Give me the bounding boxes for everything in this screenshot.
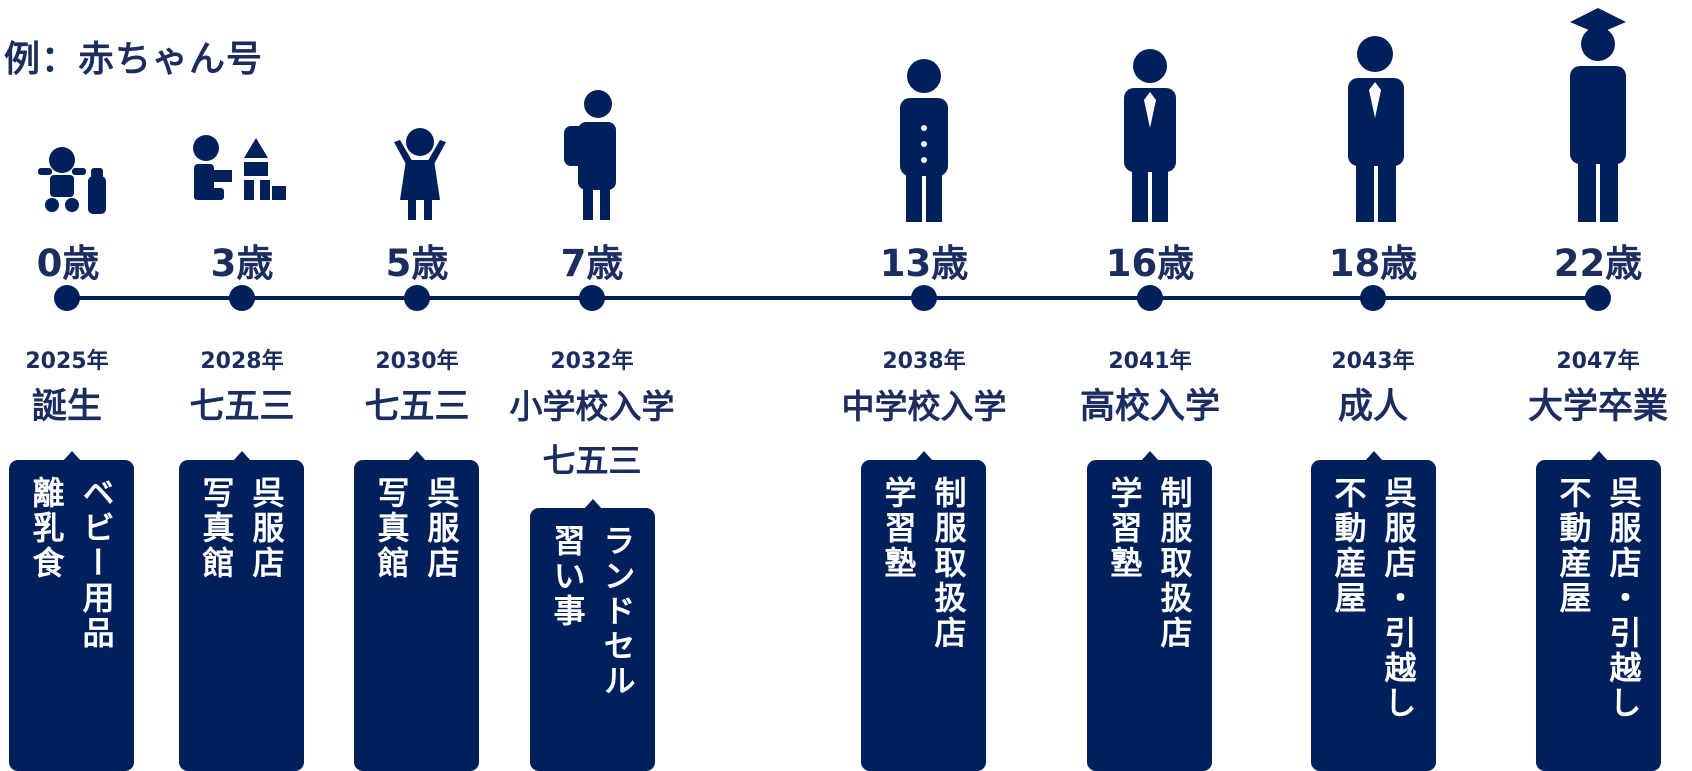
year-label: 2043年 (1331, 349, 1415, 374)
year-label: 2041年 (1108, 349, 1192, 374)
service-card: ベビー用品離乳食 (9, 451, 134, 771)
timeline-dot (54, 285, 80, 311)
age-label: 16歳 (1105, 242, 1195, 285)
service-item: 写真館 (372, 476, 411, 581)
service-item: 学習塾 (879, 476, 918, 581)
age-label: 5歳 (385, 242, 449, 285)
service-item: 呉服店・引越し (1379, 476, 1418, 721)
age-label: 13歳 (879, 242, 969, 285)
year-label: 2028年 (200, 349, 284, 374)
age-label: 22歳 (1553, 242, 1643, 285)
service-item: 呉服店・引越し (1604, 476, 1643, 721)
service-card: 呉服店写真館 (179, 451, 304, 771)
diagram-title: 例：赤ちゃん号 (4, 39, 264, 80)
service-item: 学習塾 (1105, 476, 1144, 581)
service-card: 制服取扱店学習塾 (861, 451, 986, 771)
age-label: 18歳 (1328, 242, 1418, 285)
year-label: 2025年 (25, 349, 109, 374)
event-label: 大学卒業 (1527, 387, 1668, 427)
timeline-dot (1360, 285, 1386, 311)
event-label: 七五三 (189, 387, 295, 427)
timeline-dot (1585, 285, 1611, 311)
age-label: 3歳 (210, 242, 274, 285)
event-label-secondary: 七五三 (542, 441, 642, 480)
service-card: 制服取扱店学習塾 (1087, 451, 1212, 771)
service-card: 呉服店・引越し不動産屋 (1536, 451, 1661, 771)
service-card: 呉服店・引越し不動産屋 (1311, 451, 1436, 771)
event-label: 小学校入学七五三 (482, 380, 702, 488)
year-label: 2030年 (375, 349, 459, 374)
service-item: 写真館 (197, 476, 236, 581)
service-item: 制服取扱店 (1155, 476, 1194, 651)
service-item: 不動産屋 (1329, 476, 1368, 616)
event-label: 中学校入学 (841, 387, 1007, 426)
service-item: ベビー用品 (77, 476, 116, 651)
service-item: 呉服店 (422, 476, 461, 581)
year-label: 2047年 (1556, 349, 1640, 374)
year-label: 2032年 (550, 349, 634, 374)
year-label: 2038年 (882, 349, 966, 374)
timeline-dot (404, 285, 430, 311)
timeline-dot (1137, 285, 1163, 311)
event-label: 誕生 (31, 387, 102, 427)
timeline-dot (579, 285, 605, 311)
service-item: 不動産屋 (1554, 476, 1593, 616)
event-label: 七五三 (364, 387, 470, 427)
service-item: 習い事 (548, 524, 587, 629)
age-label: 7歳 (560, 242, 624, 285)
service-item: ランドセル (598, 524, 637, 699)
timeline-dot (911, 285, 937, 311)
event-label: 高校入学 (1079, 387, 1220, 427)
service-item: 離乳食 (27, 476, 66, 581)
service-item: 制服取扱店 (929, 476, 968, 651)
service-card: 呉服店写真館 (354, 451, 479, 771)
timeline-dot (229, 285, 255, 311)
age-label: 0歳 (36, 242, 100, 285)
service-item: 呉服店 (247, 476, 286, 581)
event-label: 成人 (1337, 387, 1408, 427)
service-card: ランドセル習い事 (530, 499, 655, 771)
